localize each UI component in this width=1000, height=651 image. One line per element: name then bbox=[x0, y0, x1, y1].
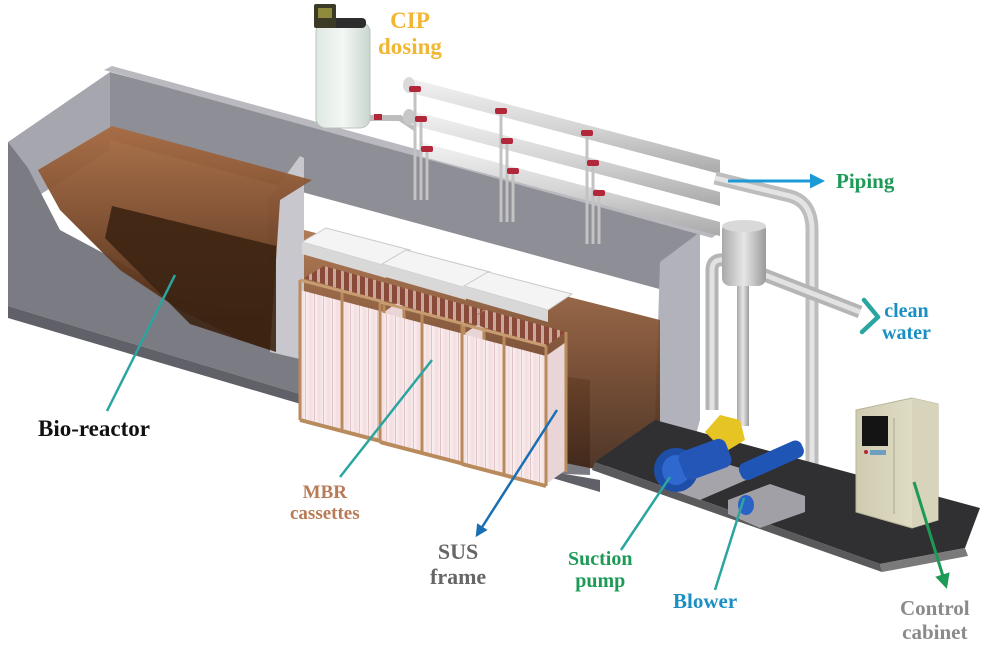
cip-dosing-line-1: CIP bbox=[390, 8, 430, 33]
sus-frame-top bbox=[299, 278, 385, 304]
sus-frame-base bbox=[379, 440, 465, 466]
sus-frame-top bbox=[379, 300, 465, 326]
clean-water-line-1: clean bbox=[884, 300, 929, 322]
sus-frame-line-1: SUS bbox=[437, 539, 479, 564]
valve-icon bbox=[593, 190, 605, 196]
label-cip-dosing: CIP dosing bbox=[378, 8, 442, 60]
control-cabinet-line-1: Control bbox=[900, 596, 970, 620]
valve-icon bbox=[507, 168, 519, 174]
sus-frame-leader bbox=[475, 409, 559, 538]
label-piping: Piping bbox=[836, 169, 895, 194]
control-cabinet-line-2: cabinet bbox=[902, 619, 968, 644]
bioreactor-leader bbox=[105, 274, 177, 412]
valve-icon bbox=[587, 160, 599, 166]
bioreactor-sludge bbox=[38, 126, 312, 352]
mbr-cassettes bbox=[298, 227, 574, 488]
cabinet-screen bbox=[862, 416, 888, 446]
valve-icon bbox=[501, 138, 513, 144]
blower-line-1: Blower bbox=[673, 589, 738, 613]
cassette-header-beam-face bbox=[302, 242, 386, 278]
cassette-manifold bbox=[304, 266, 404, 302]
cassette-header-beam-face bbox=[464, 286, 548, 322]
header-pipe-1 bbox=[408, 78, 720, 174]
valve-icon bbox=[495, 108, 507, 114]
blower-leader bbox=[713, 497, 746, 591]
label-bio-reactor: Bio-reactor bbox=[38, 416, 150, 442]
label-sus-frame: SUS frame bbox=[430, 539, 487, 589]
label-blower: Blower bbox=[673, 589, 738, 614]
control-cabinet-arrow bbox=[912, 481, 950, 589]
cip-dosing-line-2: dosing bbox=[378, 33, 442, 59]
sus-frame-line-2: frame bbox=[430, 563, 487, 589]
basin-right-wall bbox=[640, 232, 700, 470]
header-pipe-3 bbox=[420, 142, 720, 236]
suction-pump-line-2: pump bbox=[575, 570, 626, 593]
basin-back-wall bbox=[110, 72, 700, 300]
valve-icon bbox=[421, 146, 433, 152]
blower bbox=[728, 440, 805, 528]
leader-lines bbox=[105, 173, 950, 591]
suction-pump bbox=[654, 415, 760, 500]
piping-line-1: Piping bbox=[836, 169, 895, 193]
clean-water-line-2: water bbox=[882, 322, 931, 345]
mbr-cassettes-line-2: cassettes bbox=[290, 503, 360, 525]
mbr-cassettes-leader bbox=[339, 359, 433, 478]
label-clean-water: clean water bbox=[882, 300, 931, 345]
header-pipe-2 bbox=[408, 110, 720, 206]
mbr-cassettes-line-1: MBR bbox=[302, 482, 347, 503]
suction-pump-leader bbox=[619, 476, 672, 551]
basin-top-rim bbox=[104, 66, 720, 238]
cassette-header-beam-face bbox=[382, 264, 466, 300]
cassette-manifold bbox=[384, 288, 484, 324]
clean-water-arrow bbox=[859, 297, 881, 335]
label-mbr-cassettes: MBR cassettes bbox=[290, 482, 360, 525]
cassette-manifold bbox=[466, 310, 566, 346]
piping-system bbox=[403, 77, 863, 480]
sus-frame-top bbox=[461, 322, 547, 348]
label-control-cabinet: Control cabinet bbox=[900, 596, 970, 644]
valve-icon bbox=[415, 116, 427, 122]
valve-icon bbox=[581, 130, 593, 136]
cip-dosing-tank bbox=[314, 4, 417, 131]
sus-frame-base bbox=[461, 462, 547, 488]
suction-pump-line-1: Suction bbox=[568, 548, 633, 570]
label-suction-pump: Suction pump bbox=[568, 548, 632, 593]
control-cabinet bbox=[855, 397, 939, 529]
vacuum-vessel bbox=[722, 222, 766, 286]
bio-reactor-line-1: Bio-reactor bbox=[38, 416, 150, 441]
mbr-cassette bbox=[460, 271, 574, 488]
valve-icon bbox=[409, 86, 421, 92]
